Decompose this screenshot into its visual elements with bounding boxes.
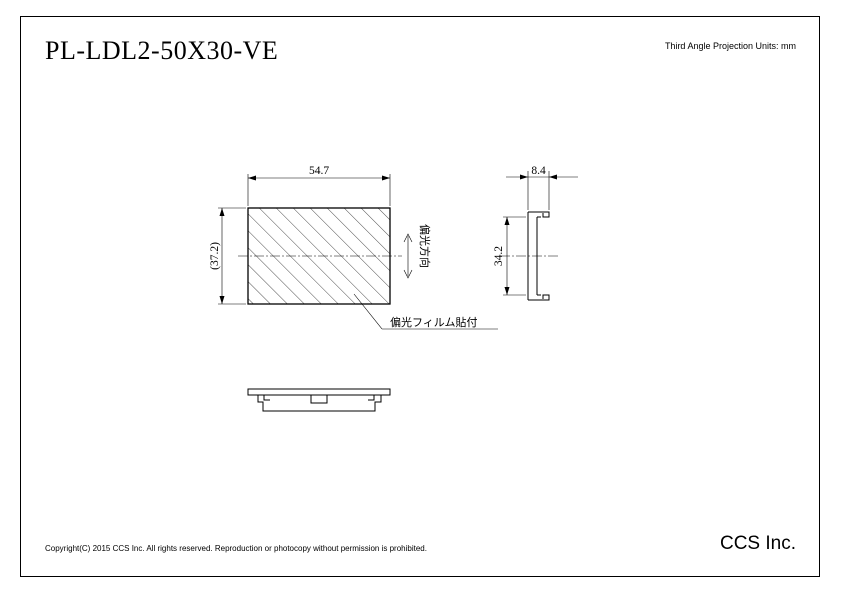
polarization-direction-label: 偏光方向: [418, 224, 432, 268]
polarizing-film-callout: 偏光フィルム貼付: [353, 293, 498, 330]
polarization-direction-indicator: 偏光方向: [403, 224, 432, 279]
drawing-frame: [20, 16, 820, 577]
height-dimension: (37.2): [209, 207, 246, 305]
side-height-label: 34.2: [493, 246, 505, 266]
front-view: [238, 207, 402, 305]
side-height-dimension: 34.2: [493, 216, 526, 296]
side-depth-dimension: 8.4: [506, 165, 578, 210]
width-dimension-label: 54.7: [309, 165, 329, 177]
drawing-title: PL-LDL2-50X30-VE: [45, 36, 279, 65]
copyright-notice: Copyright(C) 2015 CCS Inc. All rights re…: [45, 544, 427, 553]
polarizing-film-label: 偏光フィルム貼付: [390, 315, 478, 329]
height-dimension-label: (37.2): [209, 242, 221, 270]
side-view: [500, 211, 558, 301]
width-dimension: 54.7: [247, 165, 391, 206]
company-name: CCS Inc.: [719, 533, 796, 554]
bottom-view: [247, 388, 391, 412]
side-depth-label: 8.4: [531, 165, 546, 177]
projection-note: Third Angle Projection Units: mm: [664, 41, 796, 51]
